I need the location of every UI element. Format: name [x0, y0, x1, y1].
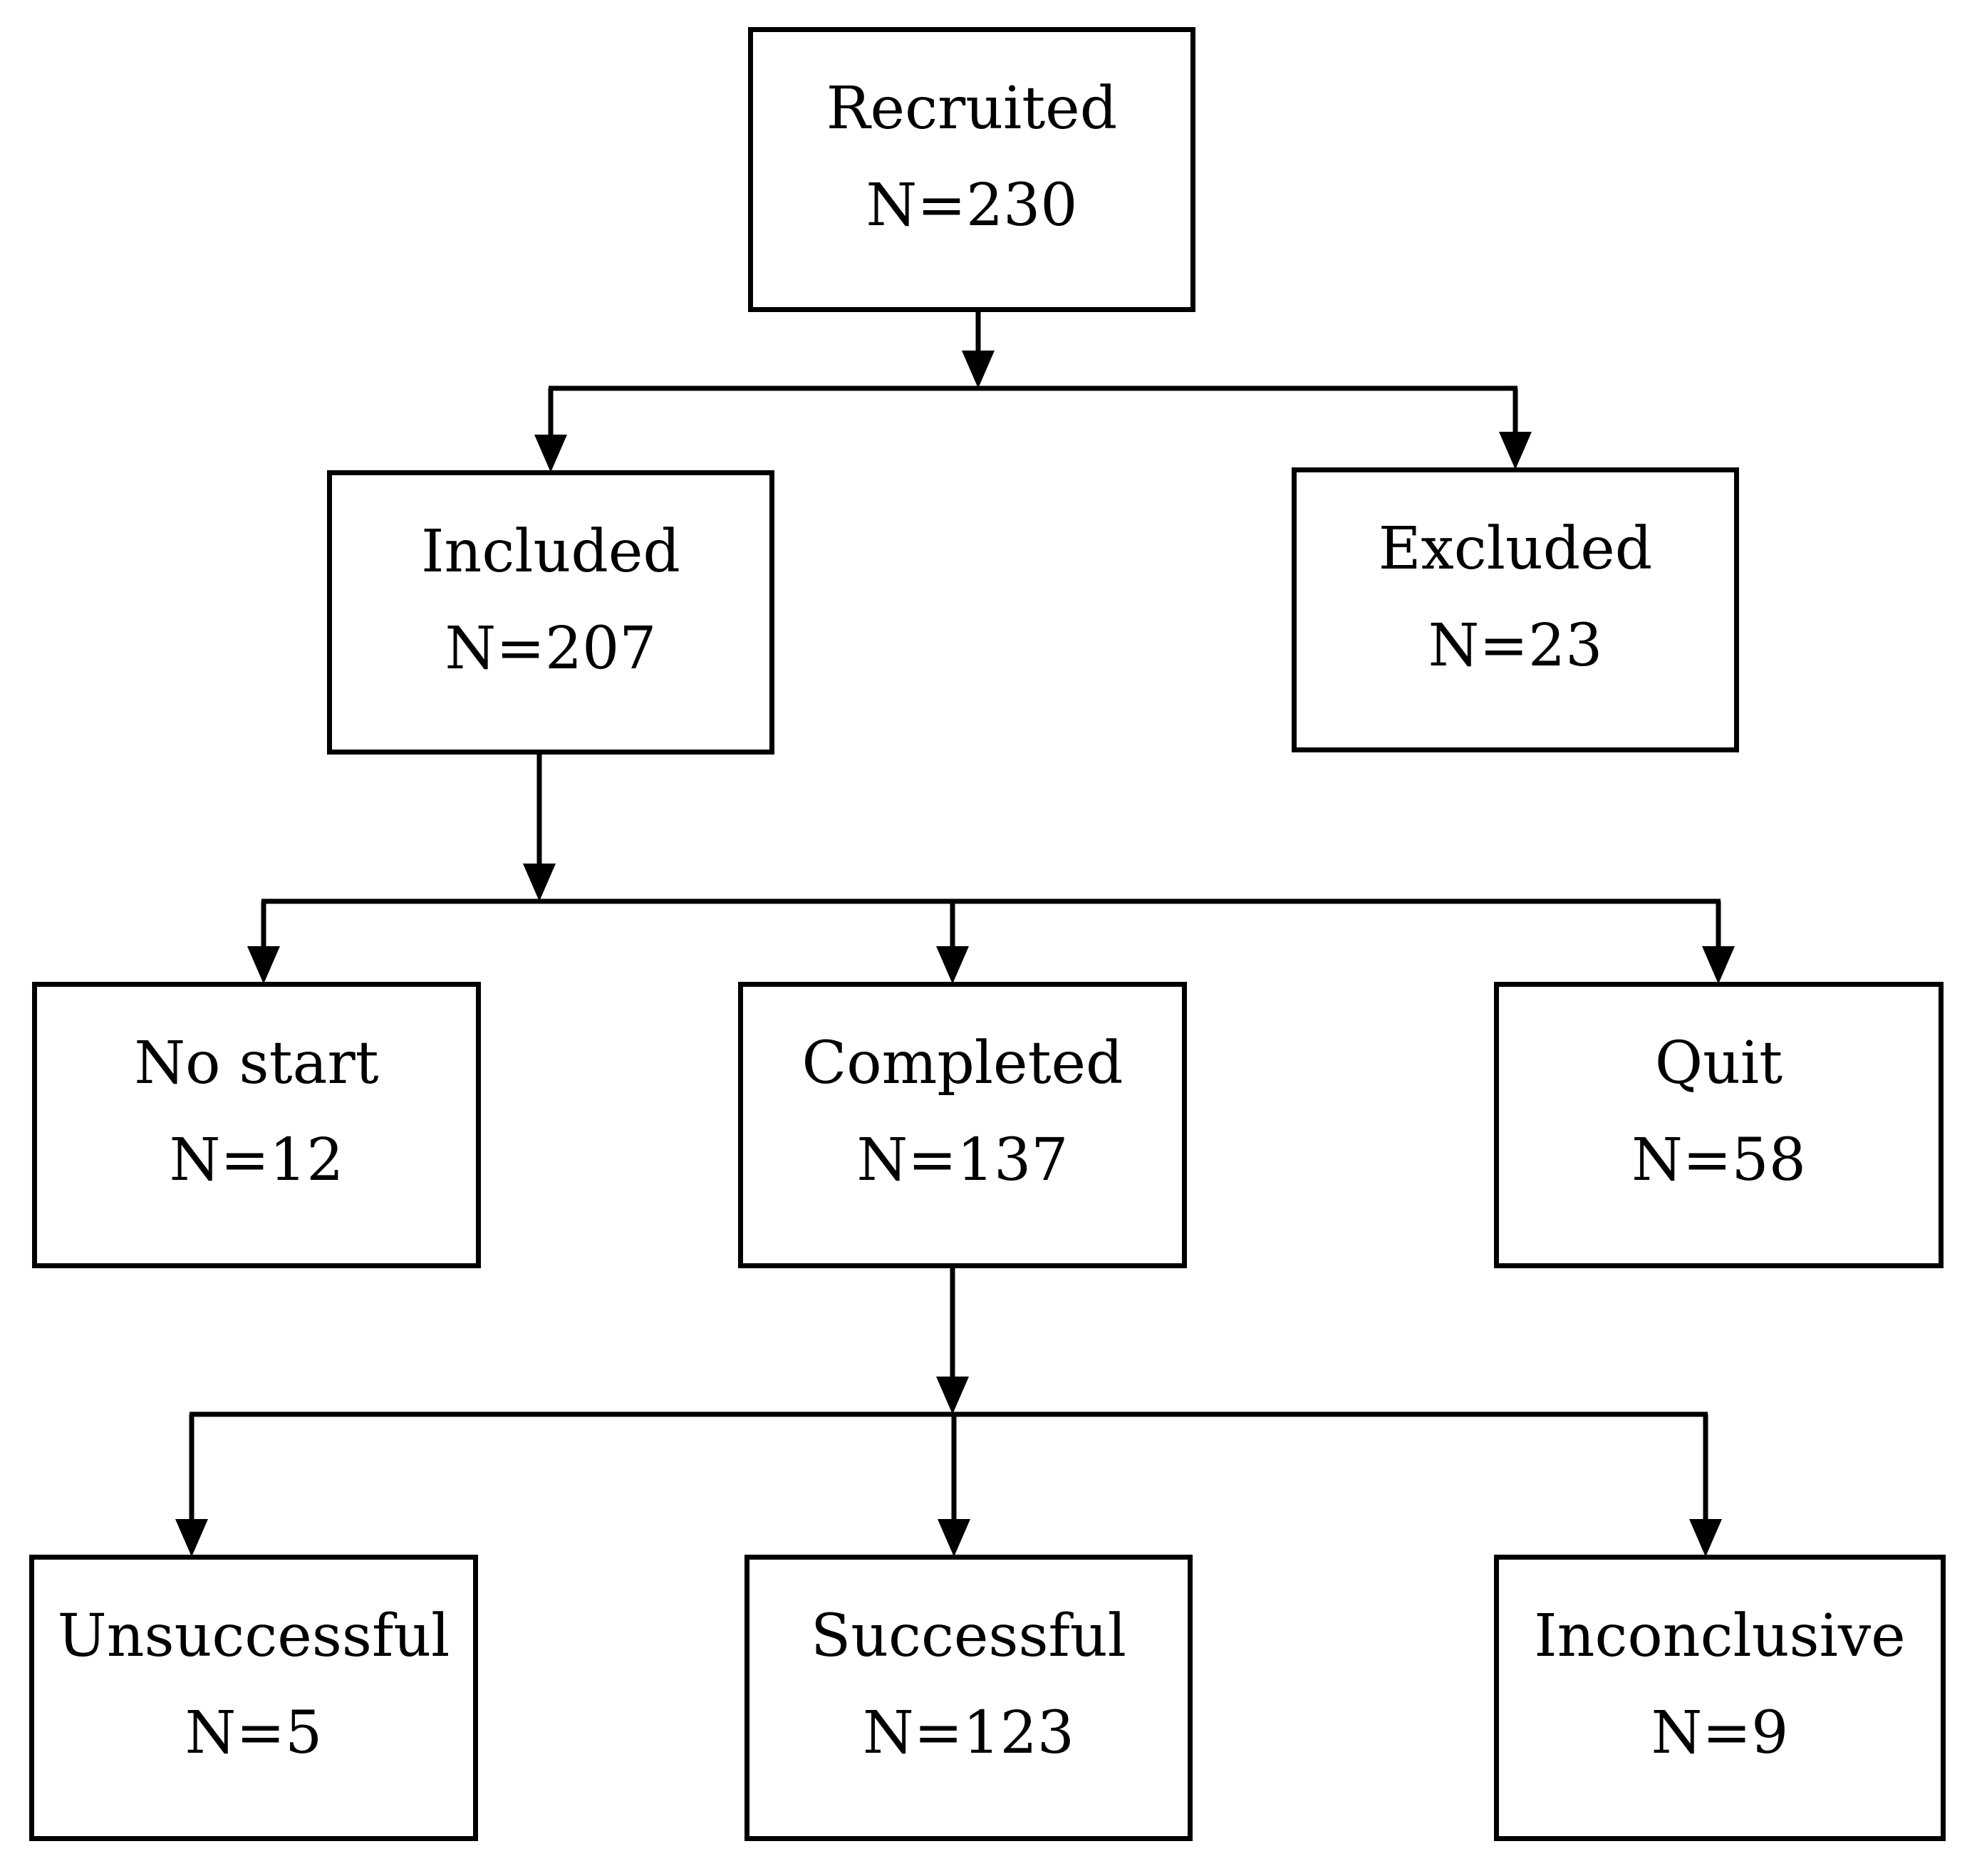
node-completed-count: N=137 — [856, 1126, 1069, 1194]
node-excluded-label: Excluded — [1378, 515, 1653, 583]
arrowhead-to-successful — [938, 1519, 970, 1557]
node-recruited: Recruited N=230 — [748, 27, 1195, 312]
node-included-count: N=207 — [445, 615, 657, 683]
node-successful-label: Successful — [811, 1602, 1126, 1670]
node-unsuccessful: Unsuccessful N=5 — [29, 1555, 478, 1841]
arrowhead-included-trunk — [523, 864, 556, 901]
node-included-label: Included — [421, 518, 680, 586]
arrowhead-completed-trunk — [936, 1377, 969, 1414]
arrowhead-to-excluded — [1499, 432, 1532, 470]
arrowhead-to-completed — [936, 946, 969, 984]
arrowhead-recruited-trunk — [962, 351, 995, 388]
node-no-start-count: N=12 — [169, 1126, 344, 1194]
node-recruited-label: Recruited — [826, 75, 1118, 142]
node-quit: Quit N=58 — [1494, 982, 1944, 1268]
node-completed-label: Completed — [801, 1030, 1124, 1097]
node-unsuccessful-count: N=5 — [185, 1699, 323, 1767]
node-recruited-count: N=230 — [866, 172, 1078, 239]
node-included: Included N=207 — [327, 470, 774, 755]
node-inconclusive-label: Inconclusive — [1534, 1602, 1906, 1670]
node-unsuccessful-label: Unsuccessful — [57, 1602, 450, 1670]
node-successful: Successful N=123 — [744, 1555, 1193, 1841]
arrowhead-to-inconclusive — [1689, 1519, 1722, 1557]
node-no-start: No start N=12 — [32, 982, 481, 1268]
node-successful-count: N=123 — [863, 1699, 1074, 1767]
node-completed: Completed N=137 — [738, 982, 1187, 1268]
arrowhead-to-unsuccessful — [175, 1519, 208, 1557]
node-quit-label: Quit — [1654, 1030, 1783, 1097]
node-quit-count: N=58 — [1631, 1126, 1806, 1194]
node-inconclusive: Inconclusive N=9 — [1494, 1555, 1946, 1841]
node-no-start-label: No start — [134, 1030, 379, 1097]
arrowhead-to-quit — [1702, 946, 1735, 984]
arrowhead-to-no-start — [247, 946, 280, 984]
node-excluded: Excluded N=23 — [1292, 467, 1739, 752]
node-inconclusive-count: N=9 — [1651, 1699, 1789, 1767]
node-excluded-count: N=23 — [1428, 612, 1603, 680]
arrowhead-to-included — [534, 435, 567, 472]
